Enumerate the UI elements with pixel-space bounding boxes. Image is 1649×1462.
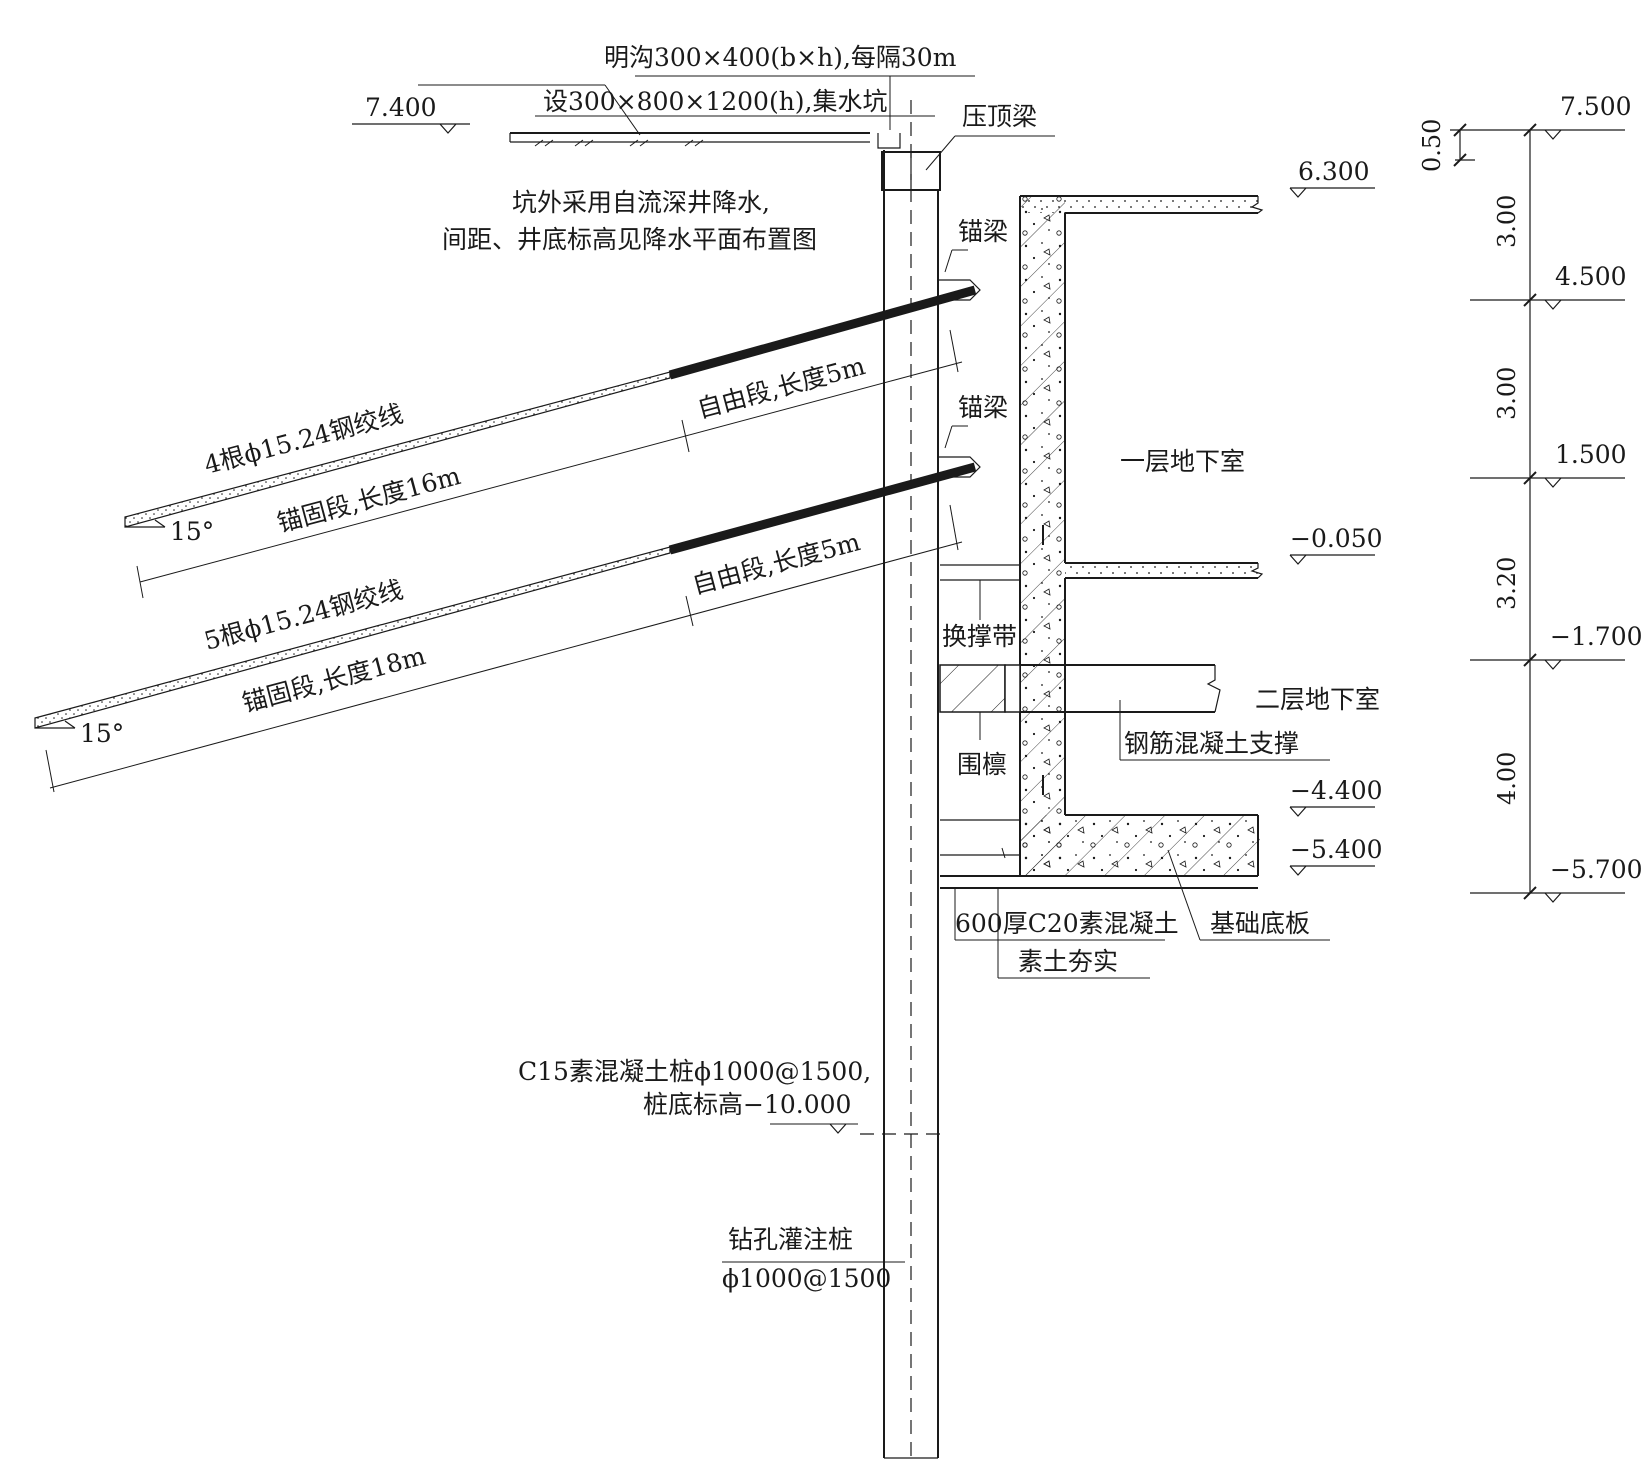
dim-span-3: 3.00 [1493, 367, 1521, 420]
compacted-soil-callout: 素土夯实 [997, 888, 1150, 979]
dewater-note-2: 间距、井底标高见降水平面布置图 [442, 225, 817, 254]
bored-pile [860, 100, 940, 1459]
anchor-1-dimension [136, 329, 963, 599]
dim-mark-5: −5.700 [1550, 855, 1643, 884]
anchor-2-dimension [45, 504, 963, 793]
raft-label: 基础底板 [1210, 909, 1310, 938]
dim-span-4: 3.20 [1493, 557, 1521, 610]
basement-1-label: 一层地下室 [1120, 447, 1245, 476]
dewater-note-1: 坑外采用自流深井降水, [512, 188, 770, 217]
elevation-slab-4: −5.400 [1289, 835, 1383, 876]
drainage-ditch [877, 133, 901, 149]
dim-span-1: 0.50 [1418, 119, 1446, 172]
compacted-soil-label: 素土夯实 [1018, 947, 1118, 976]
elevation-slab-2: −0.050 [1289, 524, 1383, 565]
ground-surface [509, 132, 870, 147]
dim-mark-4: −1.700 [1550, 622, 1643, 651]
elevation-slab-1-value: 6.300 [1298, 157, 1370, 186]
basement-2-label: 二层地下室 [1255, 685, 1380, 714]
blinding-label: 600厚C20素混凝土 [955, 909, 1179, 938]
bored-pile-label-1: 钻孔灌注桩 [728, 1225, 853, 1254]
anchor-2-angle: 15° [80, 719, 124, 748]
cap-beam: 压顶梁 [881, 102, 1055, 191]
bond-2-label: 锚固段,长度18m [239, 641, 429, 718]
elevation-slab-3-value: −4.400 [1290, 776, 1383, 805]
cap-beam-label: 压顶梁 [962, 102, 1037, 131]
raft-callout: 基础底板 [1167, 849, 1330, 941]
rc-strut-label: 钢筋混凝土支撑 [1124, 729, 1299, 758]
ground-elevation-mark: 7.400 [352, 93, 470, 134]
dim-mark-2: 4.500 [1555, 262, 1627, 291]
anchor-1-angle: 15° [170, 517, 214, 546]
anchor-2: 15° [34, 456, 981, 748]
blinding-callout: 600厚C20素混凝土 [954, 888, 1179, 941]
elevation-slab-3: −4.400 [1289, 776, 1383, 817]
elevation-slab-2-value: −0.050 [1290, 524, 1383, 553]
strand-1-label: 4根ϕ15.24钢绞线 [201, 399, 406, 480]
plain-pile-label-2: 桩底标高−10.000 [643, 1090, 851, 1119]
waling-label: 围檩 [957, 750, 1007, 779]
sump-label: 设300×800×1200(h),集水坑 [543, 87, 888, 116]
elevation-slab-4-value: −5.400 [1290, 835, 1383, 864]
lower-struts [940, 819, 1020, 859]
anchor-1: 15° [124, 279, 981, 546]
ditch-label: 明沟300×400(b×h),每隔30m [604, 43, 957, 72]
anchor-beam-1-label: 锚梁 [958, 217, 1008, 246]
dim-span-2: 3.00 [1493, 195, 1521, 248]
ground-elevation: 7.400 [365, 93, 437, 122]
anchor-beam-1-callout: 锚梁 [944, 217, 1008, 273]
elevation-slab-1: 6.300 [1289, 157, 1375, 198]
bored-pile-callout: 钻孔灌注桩 ϕ1000@1500 [722, 1225, 905, 1293]
transfer-strut-label: 换撑带 [942, 622, 1017, 651]
plain-pile-callout: C15素混凝土桩ϕ1000@1500, 桩底标高−10.000 [518, 1057, 871, 1134]
plain-pile-label-1: C15素混凝土桩ϕ1000@1500, [518, 1057, 871, 1086]
dim-mark-1: 7.500 [1560, 92, 1632, 121]
ditch-callout: 明沟300×400(b×h),每隔30m [604, 43, 975, 130]
anchor-beam-2-label: 锚梁 [958, 393, 1008, 422]
transfer-strut: 换撑带 [940, 564, 1020, 651]
rc-strut: 钢筋混凝土支撑 [1020, 664, 1330, 761]
dim-span-5: 4.00 [1493, 752, 1521, 805]
dim-mark-3: 1.500 [1555, 440, 1627, 469]
dimension-chain: 7.500 4.500 1.500 −1.700 −5.700 0.50 3.0… [1418, 92, 1643, 903]
bored-pile-label-2: ϕ1000@1500 [722, 1264, 891, 1293]
basement-walls [940, 195, 1264, 889]
waling: 围檩 [939, 664, 1021, 779]
strand-2-label: 5根ϕ15.24钢绞线 [201, 575, 406, 656]
anchor-beam-2-callout: 锚梁 [944, 393, 1008, 449]
sump-callout: 设300×800×1200(h),集水坑 [418, 84, 935, 136]
